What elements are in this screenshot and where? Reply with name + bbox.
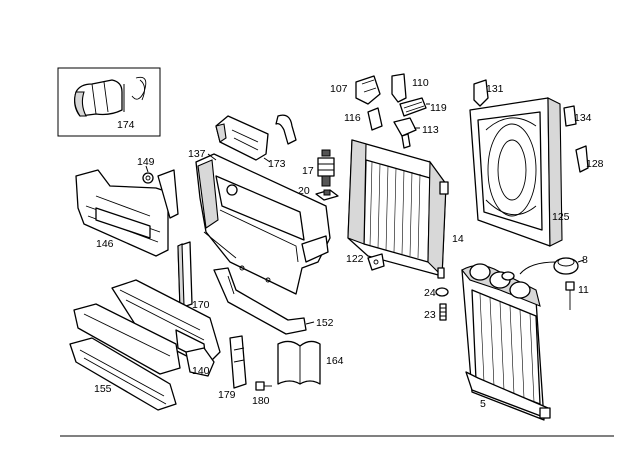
label-140: 140: [192, 365, 210, 377]
label-14: 14: [452, 233, 464, 245]
label-20: 20: [298, 185, 310, 197]
part-137-shroud[interactable]: [195, 153, 331, 295]
part-lower-panel: [73, 303, 181, 375]
label-23: 23: [424, 309, 436, 321]
label-149: 149: [137, 156, 155, 168]
label-17: 17: [302, 165, 314, 177]
label-179: 179: [218, 389, 236, 401]
label-174: 174: [117, 119, 135, 131]
part-17-mount[interactable]: [317, 149, 335, 187]
part-152-bracket[interactable]: [213, 267, 307, 335]
part-131-clip[interactable]: [473, 79, 489, 107]
part-8-cap[interactable]: [553, 257, 579, 275]
label-128: 128: [586, 158, 604, 170]
label-155: 155: [94, 383, 112, 395]
label-116: 116: [344, 112, 361, 124]
label-173: 173: [268, 158, 286, 170]
part-113-bracket[interactable]: [393, 117, 417, 149]
part-24-clip[interactable]: [435, 287, 449, 297]
part-5-radiator[interactable]: [461, 263, 551, 421]
part-110-clip[interactable]: [391, 73, 407, 103]
part-11-sensor[interactable]: [565, 281, 575, 310]
label-164: 164: [326, 355, 344, 367]
part-119-clip[interactable]: [399, 97, 427, 117]
label-170: 170: [192, 299, 210, 311]
label-131: 131: [486, 83, 504, 95]
part-149-nut[interactable]: [142, 172, 154, 184]
part-20-pad[interactable]: [315, 189, 339, 201]
part-180-screw[interactable]: [255, 381, 272, 391]
part-140-bracket[interactable]: [185, 347, 215, 377]
label-137: 137: [188, 148, 206, 160]
label-122: 122: [346, 253, 364, 265]
label-113: 113: [422, 124, 439, 136]
part-14-radiator[interactable]: [347, 139, 449, 279]
label-5: 5: [480, 398, 486, 410]
label-107: 107: [330, 83, 348, 95]
label-24: 24: [424, 287, 436, 299]
label-110: 110: [412, 77, 429, 89]
part-116-block[interactable]: [367, 107, 383, 131]
inset-frame: [57, 67, 161, 137]
label-146: 146: [96, 238, 114, 250]
label-119: 119: [430, 102, 447, 114]
label-180: 180: [252, 395, 270, 407]
part-125-fan-shroud[interactable]: [469, 97, 563, 247]
part-146-bracket[interactable]: [75, 169, 179, 257]
part-174-hose[interactable]: [74, 76, 147, 117]
label-8: 8: [582, 254, 588, 266]
label-134: 134: [574, 112, 592, 124]
part-122-bracket[interactable]: [367, 253, 385, 271]
label-152: 152: [316, 317, 334, 329]
part-134-clip[interactable]: [563, 105, 577, 127]
part-170-strip[interactable]: [177, 241, 193, 309]
part-128-bracket[interactable]: [575, 145, 589, 173]
part-179-bracket[interactable]: [229, 335, 247, 389]
part-173-bracket[interactable]: [215, 114, 297, 161]
label-125: 125: [552, 211, 570, 223]
part-164-seal[interactable]: [277, 340, 321, 385]
part-107-clip[interactable]: [355, 75, 381, 105]
part-155-base[interactable]: [69, 337, 177, 411]
part-23-plug[interactable]: [439, 303, 447, 321]
label-11: 11: [578, 284, 589, 296]
